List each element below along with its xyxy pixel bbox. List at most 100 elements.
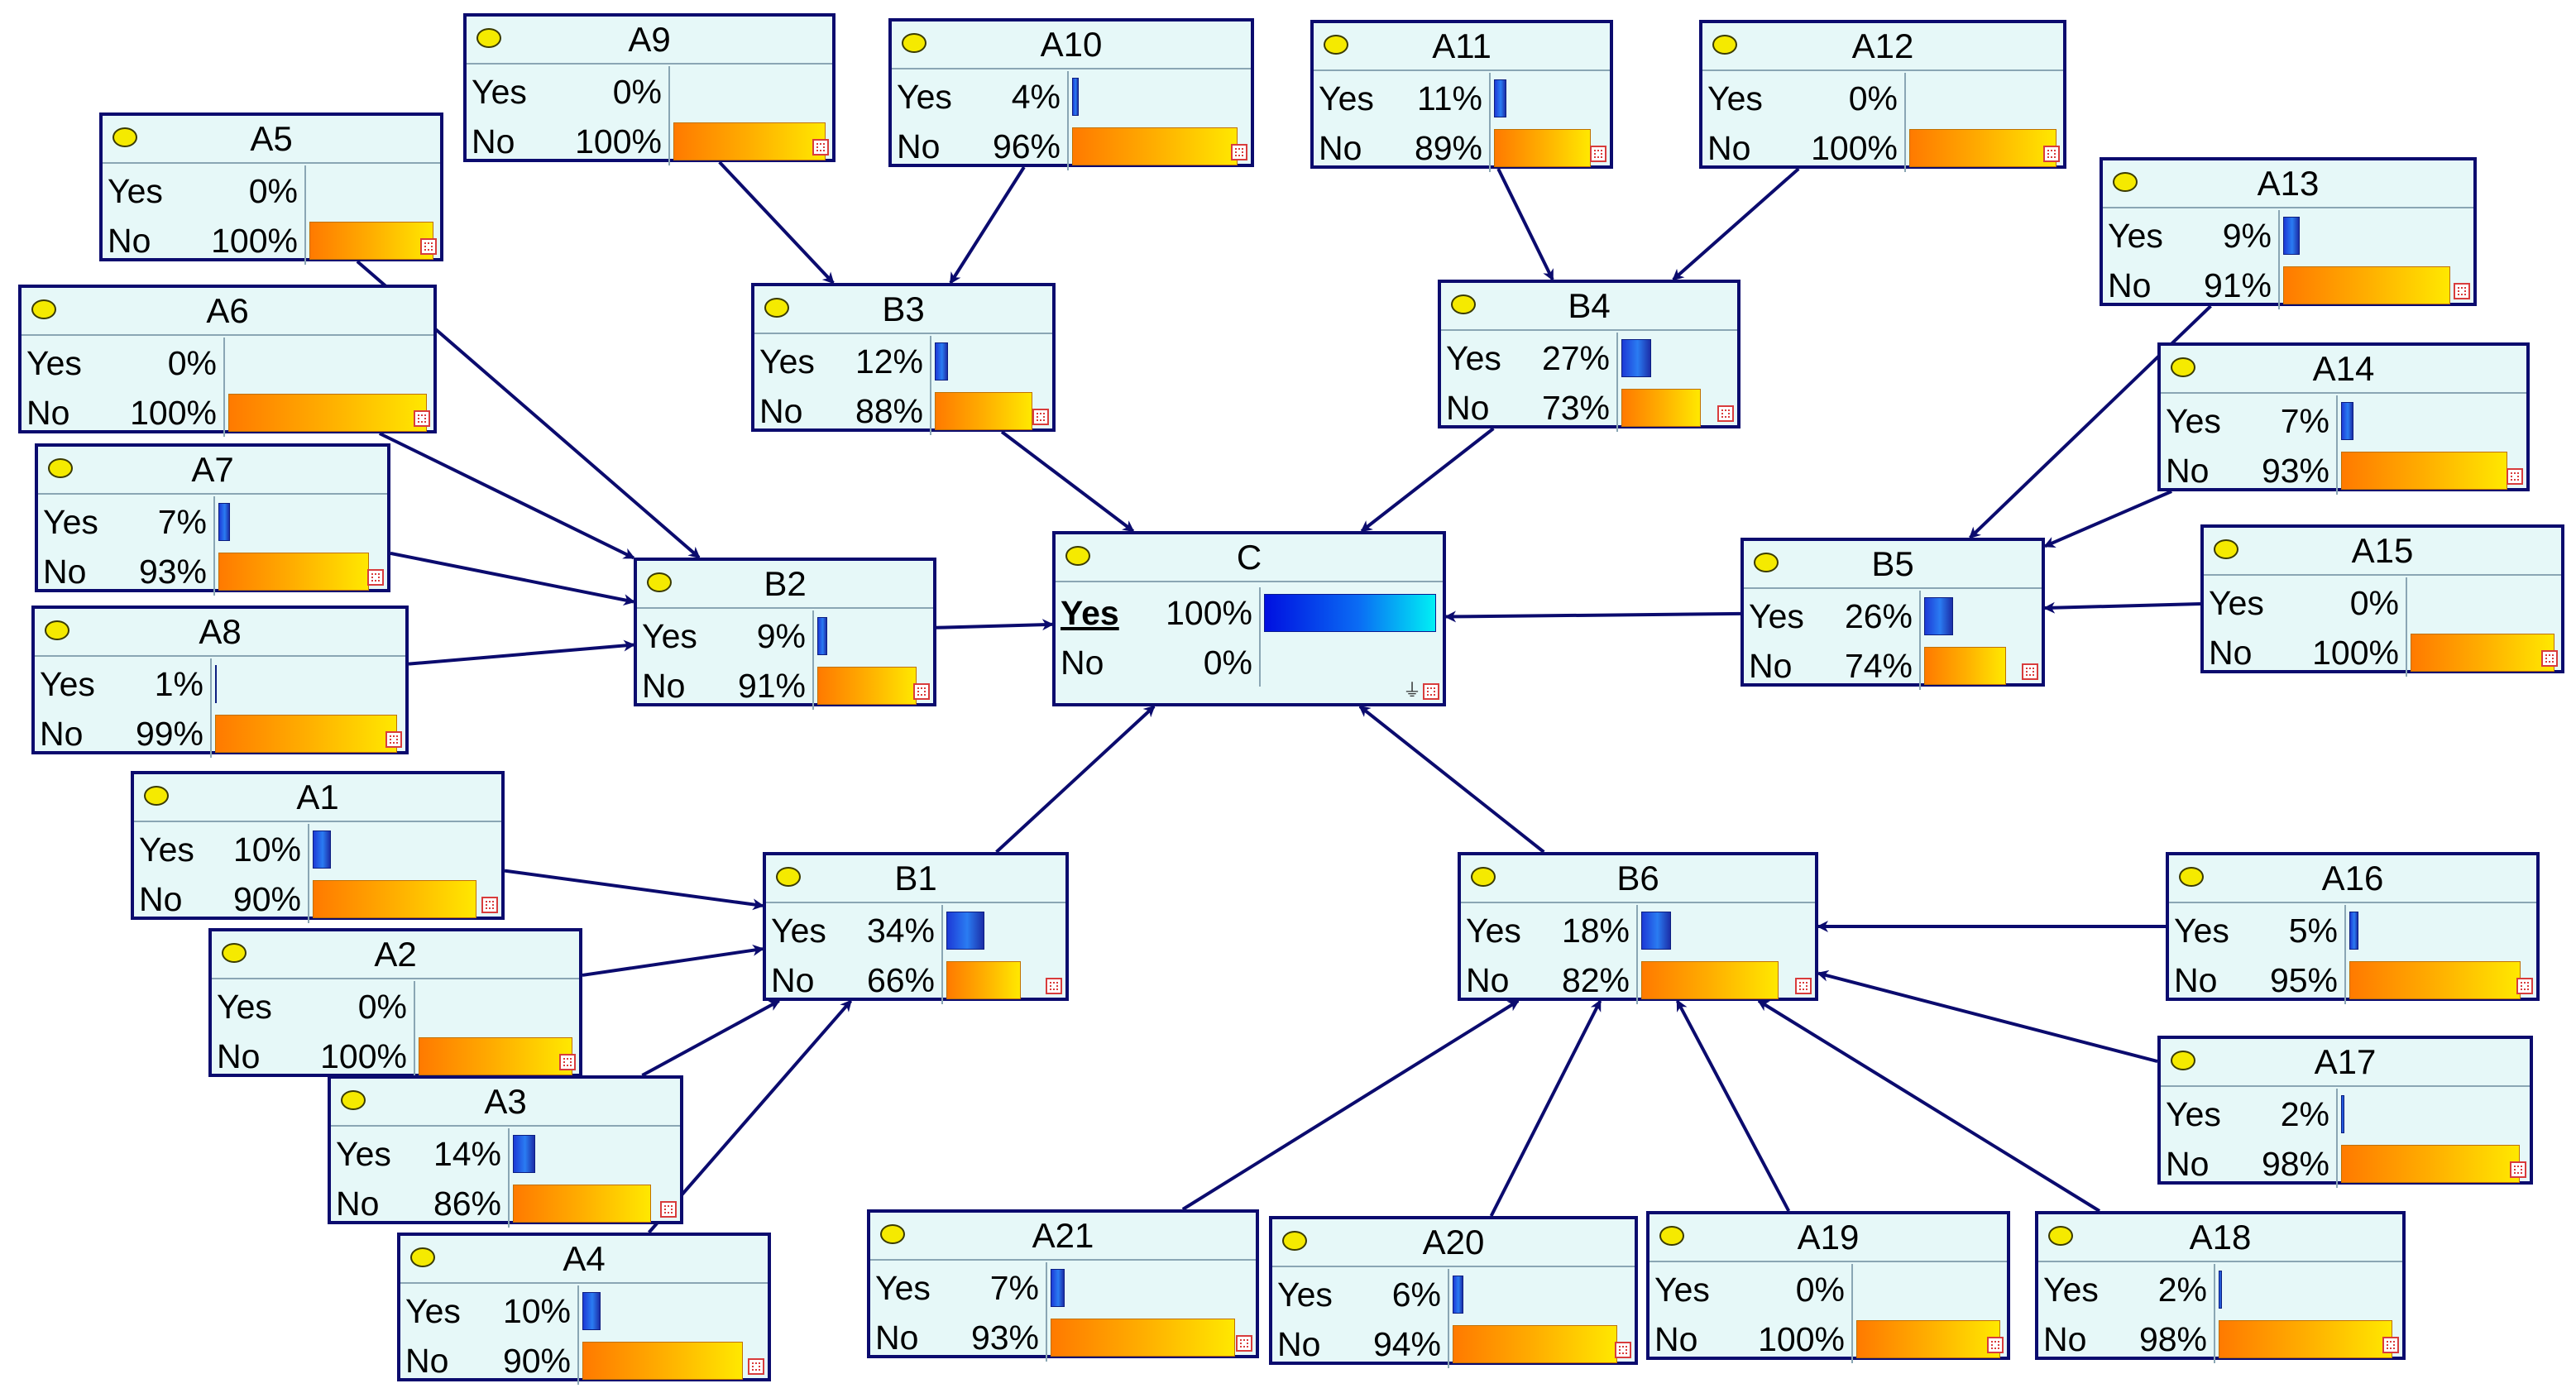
expand-icon[interactable] [660, 1201, 677, 1218]
expand-icon[interactable] [748, 1358, 764, 1375]
expand-icon[interactable] [2043, 146, 2060, 162]
expand-icon[interactable] [2510, 1161, 2526, 1178]
expand-icon[interactable] [1717, 405, 1734, 422]
expand-icon[interactable] [1795, 978, 1812, 994]
expand-icon[interactable] [481, 897, 498, 913]
expand-icon[interactable] [2516, 978, 2533, 994]
expand-icon[interactable] [1236, 1335, 1252, 1352]
expand-icon[interactable] [1615, 1342, 1631, 1358]
expand-icon[interactable] [2507, 468, 2523, 485]
expand-icon[interactable] [385, 731, 402, 748]
expand-icon[interactable] [414, 410, 430, 427]
expand-icon[interactable] [1423, 683, 1439, 700]
expand-icon[interactable] [1046, 978, 1062, 994]
expand-icon[interactable] [2382, 1337, 2399, 1353]
expand-icon[interactable] [1987, 1337, 2004, 1353]
expand-icon[interactable] [1231, 144, 1247, 160]
expand-icon[interactable] [420, 238, 437, 255]
expand-icon[interactable] [1590, 146, 1606, 162]
expand-icon[interactable] [812, 139, 829, 156]
expand-icon[interactable] [2541, 650, 2558, 667]
expand-icon[interactable] [367, 569, 384, 586]
expand-icon[interactable] [913, 683, 930, 700]
expand-icon[interactable] [559, 1054, 576, 1070]
